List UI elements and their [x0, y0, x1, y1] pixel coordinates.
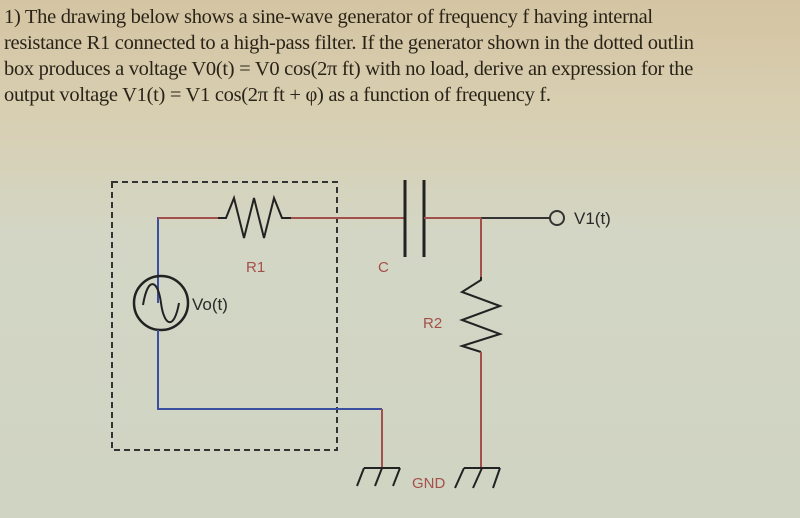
- gnd-label: GND: [412, 475, 446, 492]
- r1-resistor-icon: [218, 194, 291, 239]
- output-terminal-icon: [549, 210, 565, 226]
- generator-dotted-box: [111, 181, 338, 451]
- r2-label: R2: [423, 315, 442, 332]
- sine-wave-icon: [142, 283, 180, 324]
- problem-line-3: box produces a voltage V0(t) = V0 cos(2π…: [4, 58, 694, 80]
- ground-icon-right: [454, 467, 501, 489]
- ac-source-icon: [132, 274, 190, 332]
- ground-icon-left: [356, 467, 401, 487]
- r1-label: R1: [246, 259, 265, 276]
- wire-source-top: [157, 217, 218, 303]
- output-label: V1(t): [574, 209, 611, 228]
- r2-resistor-icon: [458, 277, 504, 353]
- source-label: Vo(t): [192, 295, 228, 314]
- c-label: C: [378, 259, 389, 276]
- problem-statement: 1) The drawing below shows a sine-wave g…: [4, 4, 800, 108]
- problem-line-1: 1) The drawing below shows a sine-wave g…: [4, 6, 653, 28]
- wire-source-bottom: [157, 330, 382, 410]
- problem-line-2: resistance R1 connected to a high-pass f…: [4, 32, 694, 54]
- problem-line-4: output voltage V1(t) = V1 cos(2π ft + φ)…: [4, 84, 551, 106]
